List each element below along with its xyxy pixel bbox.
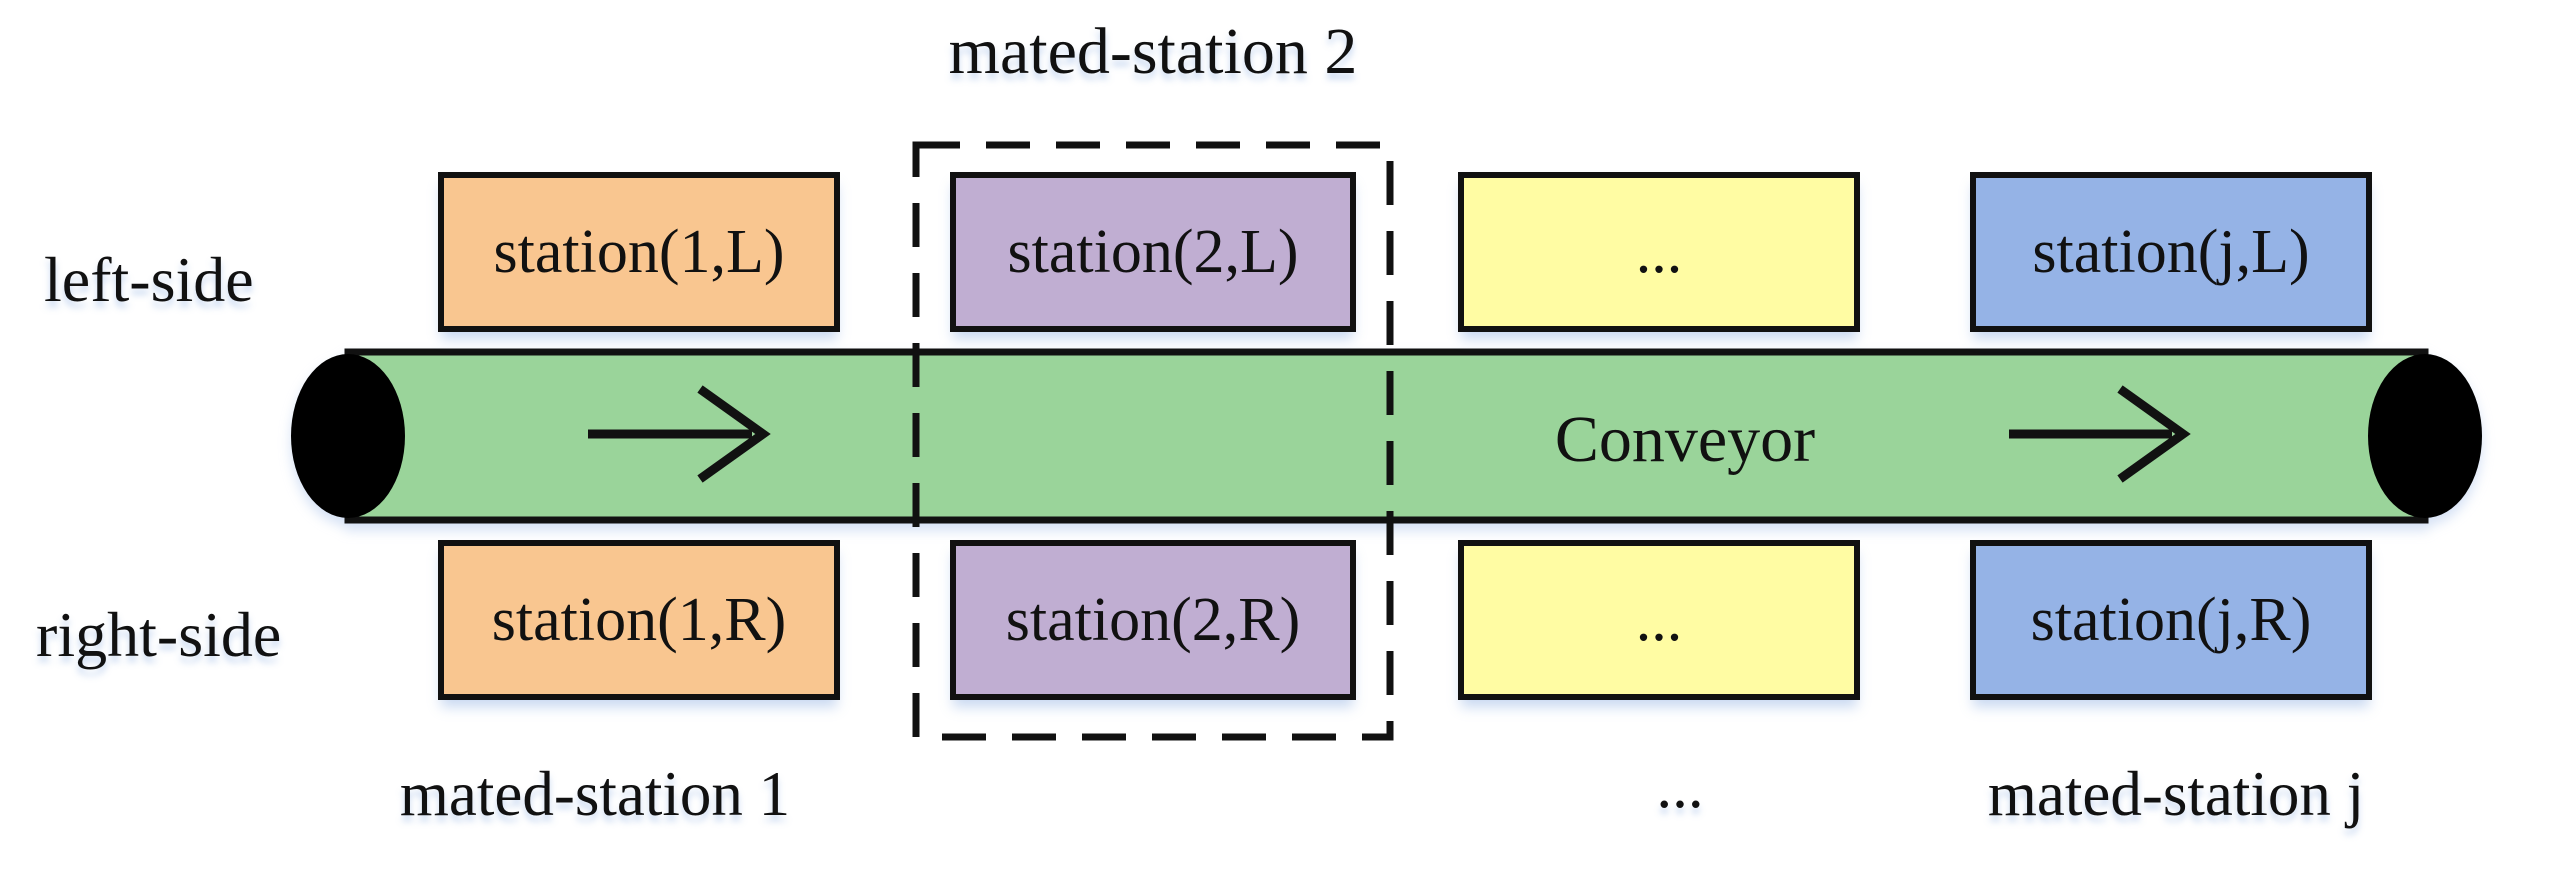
flow-arrow-right-icon (2009, 385, 2191, 483)
flow-arrow-left-icon (588, 385, 771, 483)
station-1L-label: station(1,L) (493, 217, 785, 286)
bottom-ellipsis-label: ... (1656, 751, 1704, 821)
station-ellipsis-left-label: ... (1635, 217, 1683, 286)
station-1R-label: station(1,R) (491, 585, 787, 654)
conveyor-roller-right-icon (2368, 354, 2482, 518)
right-side-label: right-side (36, 599, 282, 670)
mated-station-j-label: mated-station j (1987, 759, 2365, 829)
station-box-ellipsis-right: ... (1458, 540, 1860, 700)
station-box-1R: station(1,R) (438, 540, 840, 700)
conveyor-roller-left-icon (291, 354, 405, 518)
station-box-ellipsis-left: ... (1458, 172, 1860, 332)
station-box-1L: station(1,L) (438, 172, 840, 332)
conveyor-label: Conveyor (1554, 403, 1816, 476)
station-box-2R: station(2,R) (950, 540, 1356, 700)
station-jR-label: station(j,R) (2030, 585, 2312, 654)
station-box-jL: station(j,L) (1970, 172, 2372, 332)
station-ellipsis-right-label: ... (1635, 585, 1683, 654)
station-2L-label: station(2,L) (1007, 217, 1299, 286)
station-box-jR: station(j,R) (1970, 540, 2372, 700)
mated-station-1-label: mated-station 1 (399, 759, 791, 829)
station-jL-label: station(j,L) (2032, 217, 2310, 286)
station-box-2L: station(2,L) (950, 172, 1356, 332)
mated-station-2-title: mated-station 2 (948, 15, 1358, 88)
station-2R-label: station(2,R) (1005, 585, 1301, 654)
left-side-label: left-side (44, 244, 254, 315)
